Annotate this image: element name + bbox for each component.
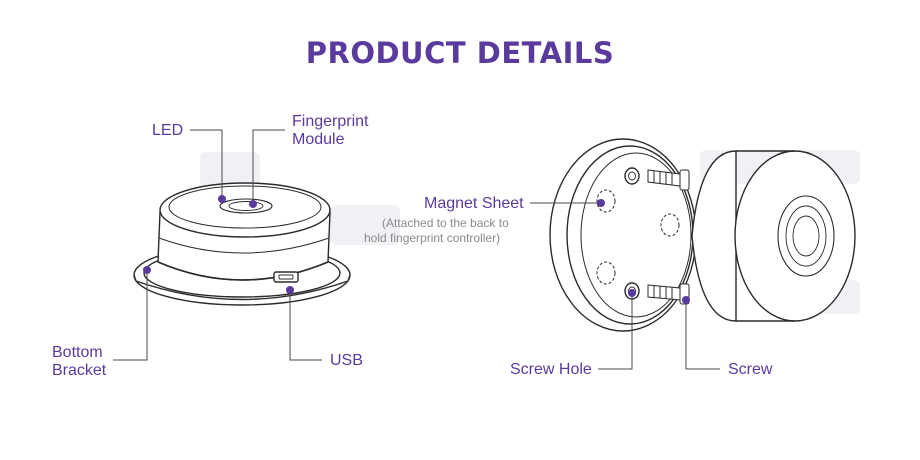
screw-hole-label: Screw Hole [510,361,592,378]
leader-lines [113,129,720,370]
leader-dots [143,195,690,304]
fingerprint-module-label-line1: Fingerprint [292,113,369,130]
bottom-bracket-label: Bottom Bracket [52,344,106,380]
fingerprint-module-label: Fingerprint Module [292,113,368,149]
bottom-bracket-label-line1: Bottom [52,344,103,361]
usb-label: USB [330,352,363,369]
magnet-sheet-label: Magnet Sheet [424,195,524,212]
screw-label: Screw [728,361,773,378]
magnet-sheet-note-line2: hold fingerprint controller) [364,231,501,245]
magnet-sheet-note-line1: (Attached to the back to [382,216,509,230]
magnet-sheet-note: (Attached to the back to hold fingerprin… [364,216,509,246]
right-device [549,138,856,332]
bottom-bracket-label-line2: Bracket [52,362,107,379]
page-title: PRODUCT DETAILS [305,36,615,70]
led-label: LED [152,122,184,139]
fingerprint-module-label-line2: Module [292,131,345,148]
left-device [133,182,351,306]
